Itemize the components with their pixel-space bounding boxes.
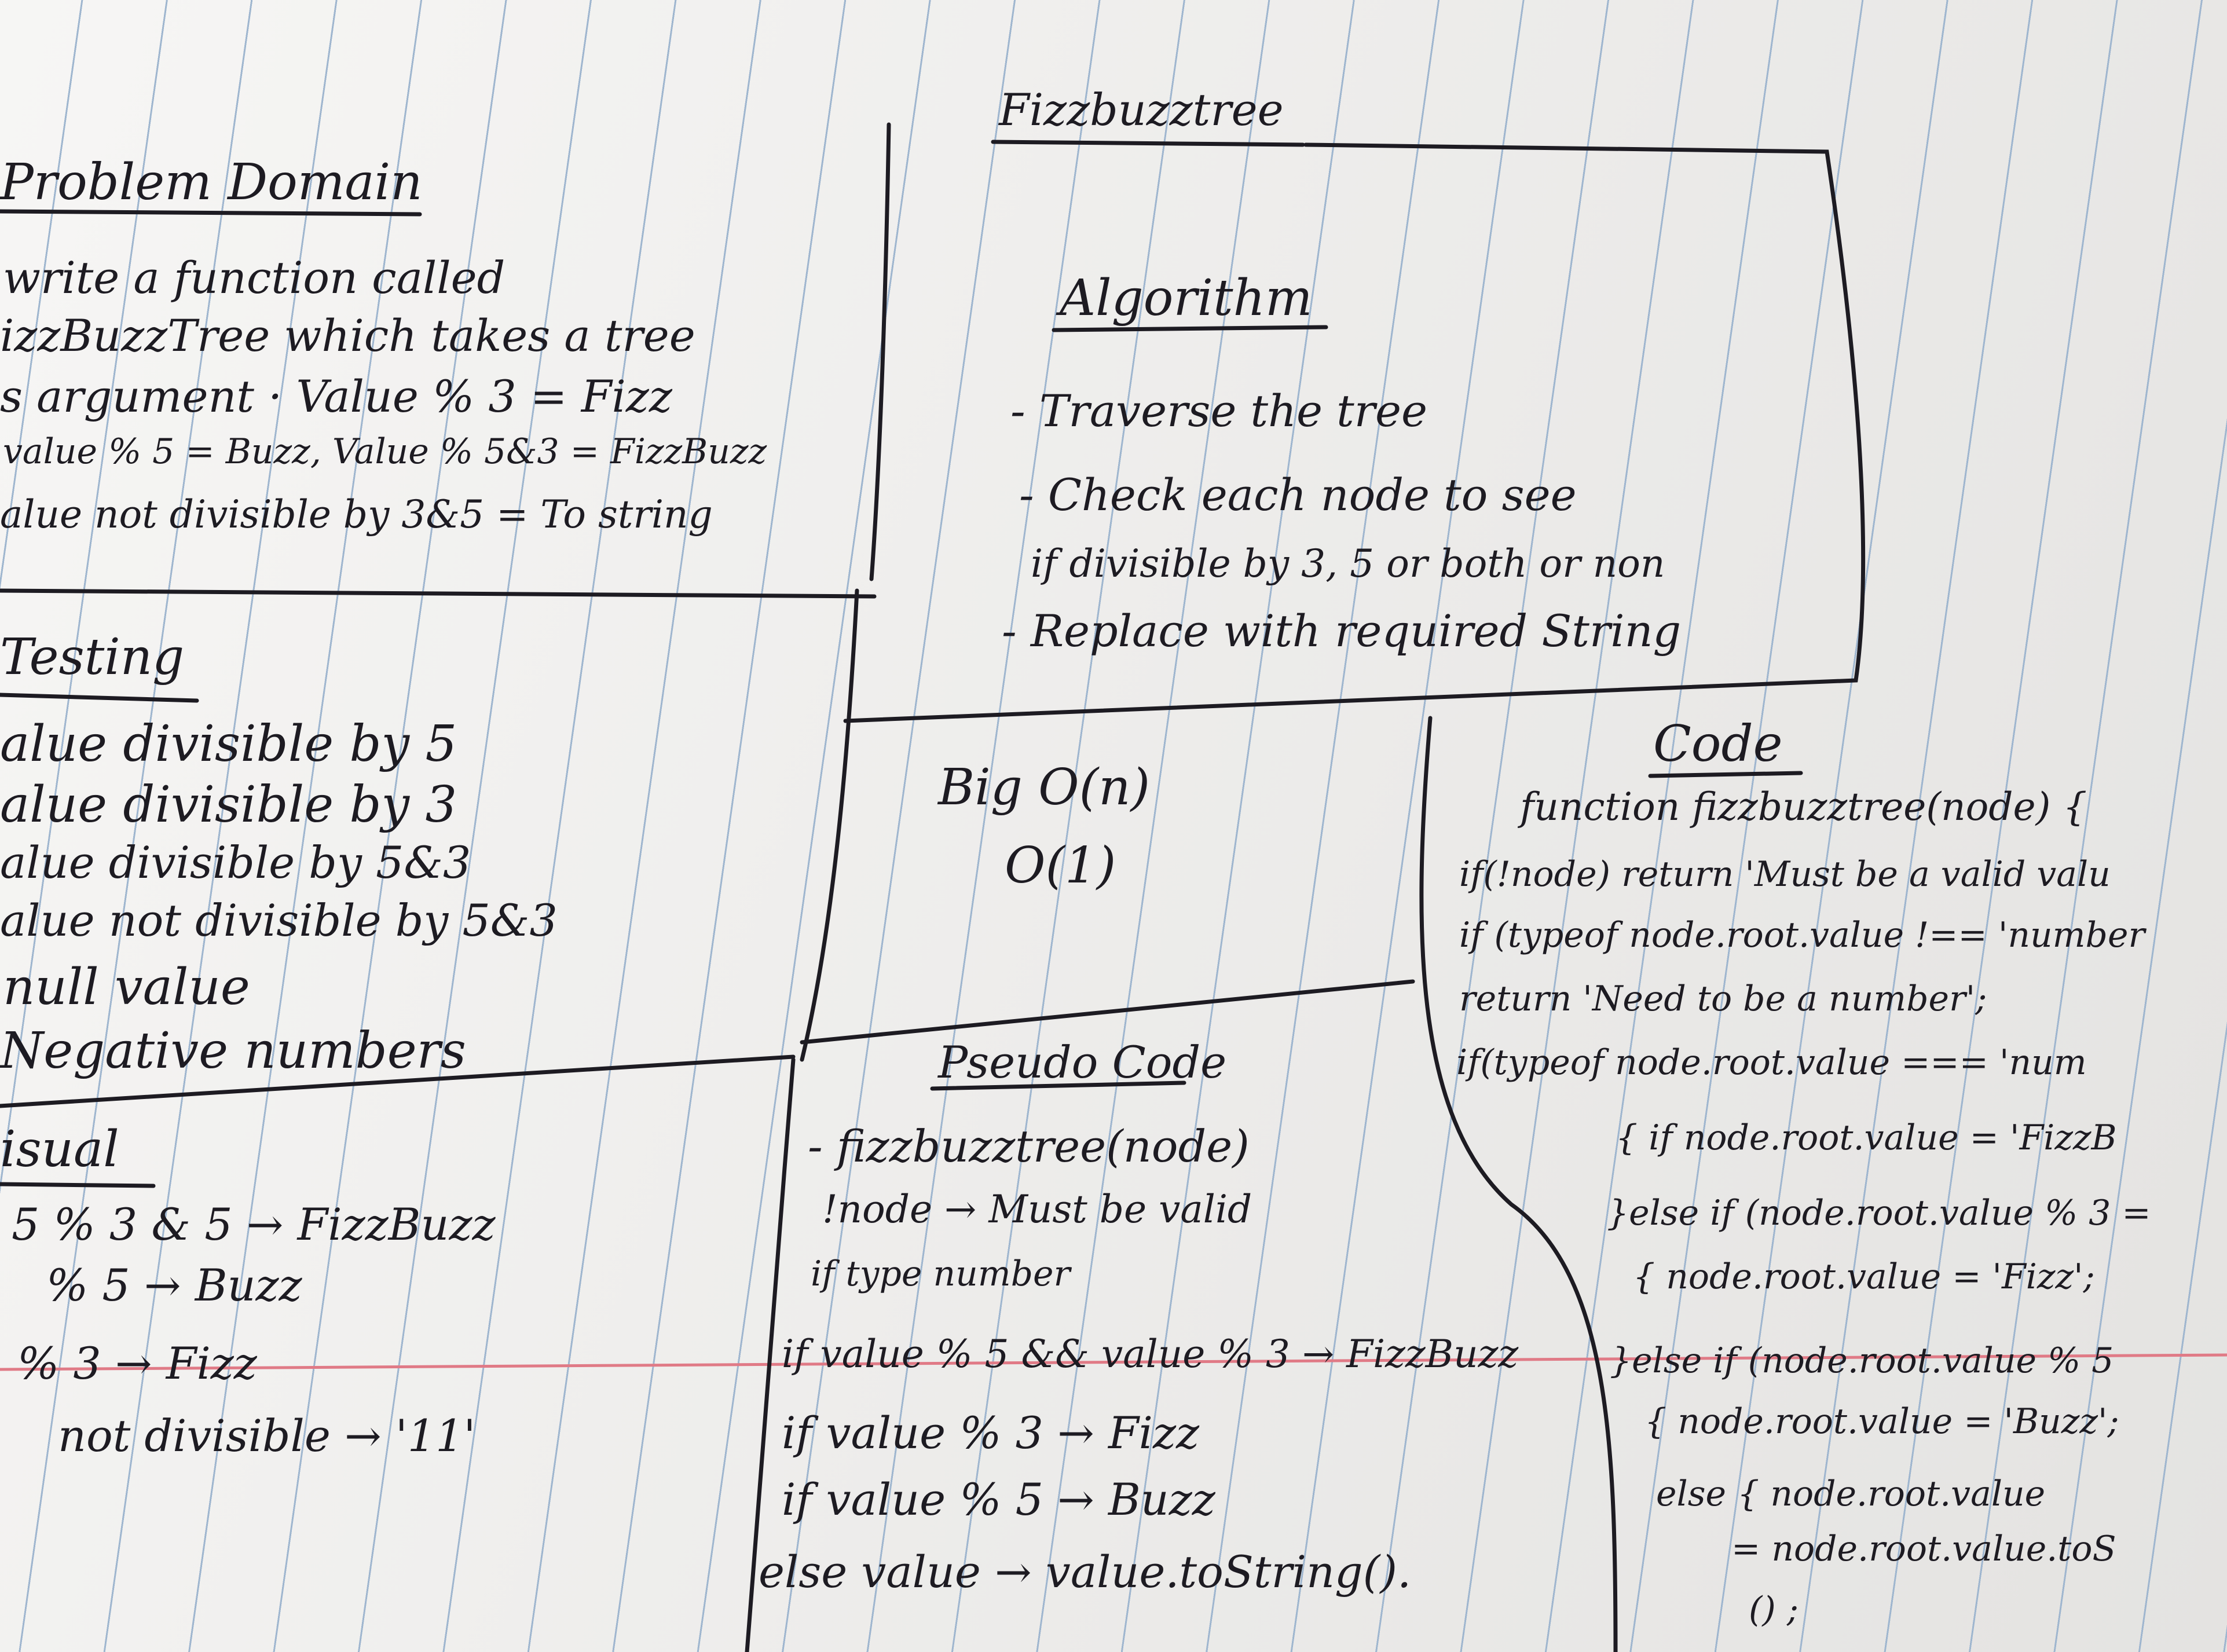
- testing-case: null value: [3, 958, 250, 1016]
- algorithm-step: if divisible by 3, 5 or both or non: [1031, 541, 1665, 586]
- testing-case: alue divisible by 3: [0, 776, 457, 834]
- big-o-space: O(1): [1005, 837, 1116, 895]
- testing-case: Negative numbers: [0, 1022, 466, 1080]
- problem-domain-line: write a function called: [3, 252, 506, 303]
- visual-line: % 3 → Fizz: [17, 1338, 257, 1389]
- pseudo-code-line: if type number: [811, 1254, 1071, 1294]
- testing-case: alue not divisible by 5&3: [0, 895, 558, 946]
- pseudo-code-line: if value % 5 && value % 3 → FizzBuzz: [782, 1332, 1519, 1376]
- pseudo-code-heading: Pseudo Code: [938, 1036, 1227, 1088]
- visual-line: % 5 → Buzz: [46, 1259, 302, 1311]
- problem-domain-line: izzBuzzTree which takes a tree: [0, 310, 695, 361]
- testing-case: alue divisible by 5&3: [0, 837, 471, 888]
- code-line: else { node.root.value: [1656, 1474, 2046, 1514]
- code-line: function fizzbuzztree(node) {: [1520, 785, 2087, 829]
- pseudo-code-line: else value → value.toString().: [759, 1546, 1412, 1598]
- testing-heading: Testing: [0, 628, 185, 686]
- code-line: if (typeof node.root.value !== 'number: [1459, 915, 2145, 955]
- code-line: return 'Need to be a number';: [1459, 979, 1987, 1019]
- code-line: if(typeof node.root.value === 'num: [1456, 1042, 2087, 1083]
- code-line: { if node.root.value = 'FizzB: [1616, 1118, 2117, 1158]
- pseudo-code-line: if value % 5 → Buzz: [782, 1474, 1215, 1525]
- code-line: () ;: [1749, 1589, 1799, 1630]
- problem-domain-line: value % 5 = Buzz, Value % 5&3 = FizzBuzz: [3, 431, 767, 472]
- visual-line: not divisible → '11': [58, 1410, 476, 1461]
- pseudo-code-line: - fizzbuzztree(node): [808, 1120, 1250, 1172]
- problem-domain-line: s argument · Value % 3 = Fizz: [0, 371, 672, 422]
- problem-domain-line: alue not divisible by 3&5 = To string: [0, 492, 713, 537]
- testing-case: alue divisible by 5: [0, 715, 457, 773]
- pseudo-code-line: !node → Must be valid: [822, 1187, 1252, 1232]
- algorithm-step: - Check each node to see: [1019, 469, 1577, 521]
- code-line: }else if (node.root.value % 3 =: [1607, 1193, 2151, 1233]
- problem-domain-heading: Problem Domain: [0, 153, 423, 211]
- code-line: { node.root.value = 'Fizz';: [1633, 1257, 2095, 1297]
- code-line: = node.root.value.toS: [1731, 1529, 2116, 1569]
- code-line: }else if (node.root.value % 5: [1610, 1340, 2114, 1381]
- algorithm-heading: Algorithm: [1060, 269, 1313, 327]
- code-line: { node.root.value = 'Buzz';: [1644, 1401, 2119, 1442]
- visual-line: 5 % 3 & 5 → FizzBuzz: [12, 1199, 496, 1250]
- pseudo-code-line: if value % 3 → Fizz: [782, 1407, 1200, 1459]
- page-title: Fizzbuzztree: [999, 84, 1284, 135]
- algorithm-step: - Replace with required String: [1002, 605, 1682, 657]
- code-line: if(!node) return 'Must be a valid valu: [1459, 854, 2111, 895]
- visual-heading: isual: [0, 1120, 119, 1178]
- big-o-time: Big O(n): [938, 759, 1151, 816]
- code-heading: Code: [1653, 715, 1783, 773]
- algorithm-step: - Traverse the tree: [1010, 385, 1427, 437]
